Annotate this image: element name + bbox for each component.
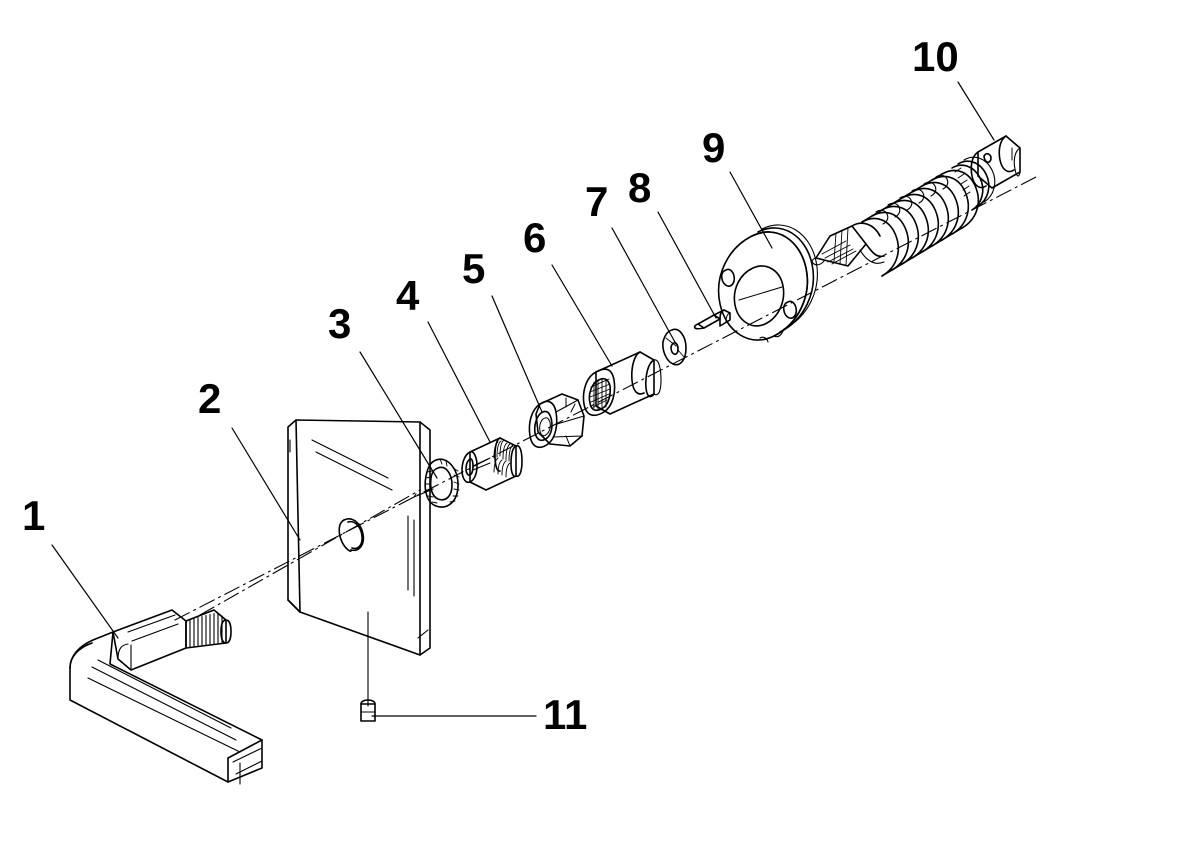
part-set-screw	[360, 699, 376, 722]
callout-5[interactable]: 5	[462, 245, 486, 292]
part-knurled-ring	[413, 458, 460, 508]
part-escutcheon-plate	[287, 419, 431, 707]
part-spring-latch-body	[811, 135, 1021, 277]
part-threaded-bushing	[461, 437, 523, 491]
part-splined-sleeve	[582, 351, 662, 417]
assembly-centerline	[174, 174, 1041, 621]
part-mounting-flange	[717, 224, 818, 343]
part-lever-handle	[69, 609, 263, 785]
part-roll-pin	[693, 309, 731, 330]
callout-11[interactable]: 11	[543, 691, 588, 738]
callout-9[interactable]: 9	[702, 124, 726, 171]
callout-leader-lines	[51, 81, 995, 717]
callout-2[interactable]: 2	[198, 375, 222, 422]
part-flat-washer	[662, 328, 687, 366]
callout-7[interactable]: 7	[585, 178, 609, 225]
part-hex-nut	[528, 393, 585, 449]
callout-6[interactable]: 6	[523, 214, 547, 261]
callout-4[interactable]: 4	[396, 272, 420, 319]
callout-8[interactable]: 8	[628, 164, 652, 211]
escutcheon-centerline	[199, 489, 421, 616]
callout-3[interactable]: 3	[328, 300, 352, 347]
callout-1[interactable]: 1	[22, 492, 46, 539]
callout-10[interactable]: 10	[912, 33, 959, 80]
